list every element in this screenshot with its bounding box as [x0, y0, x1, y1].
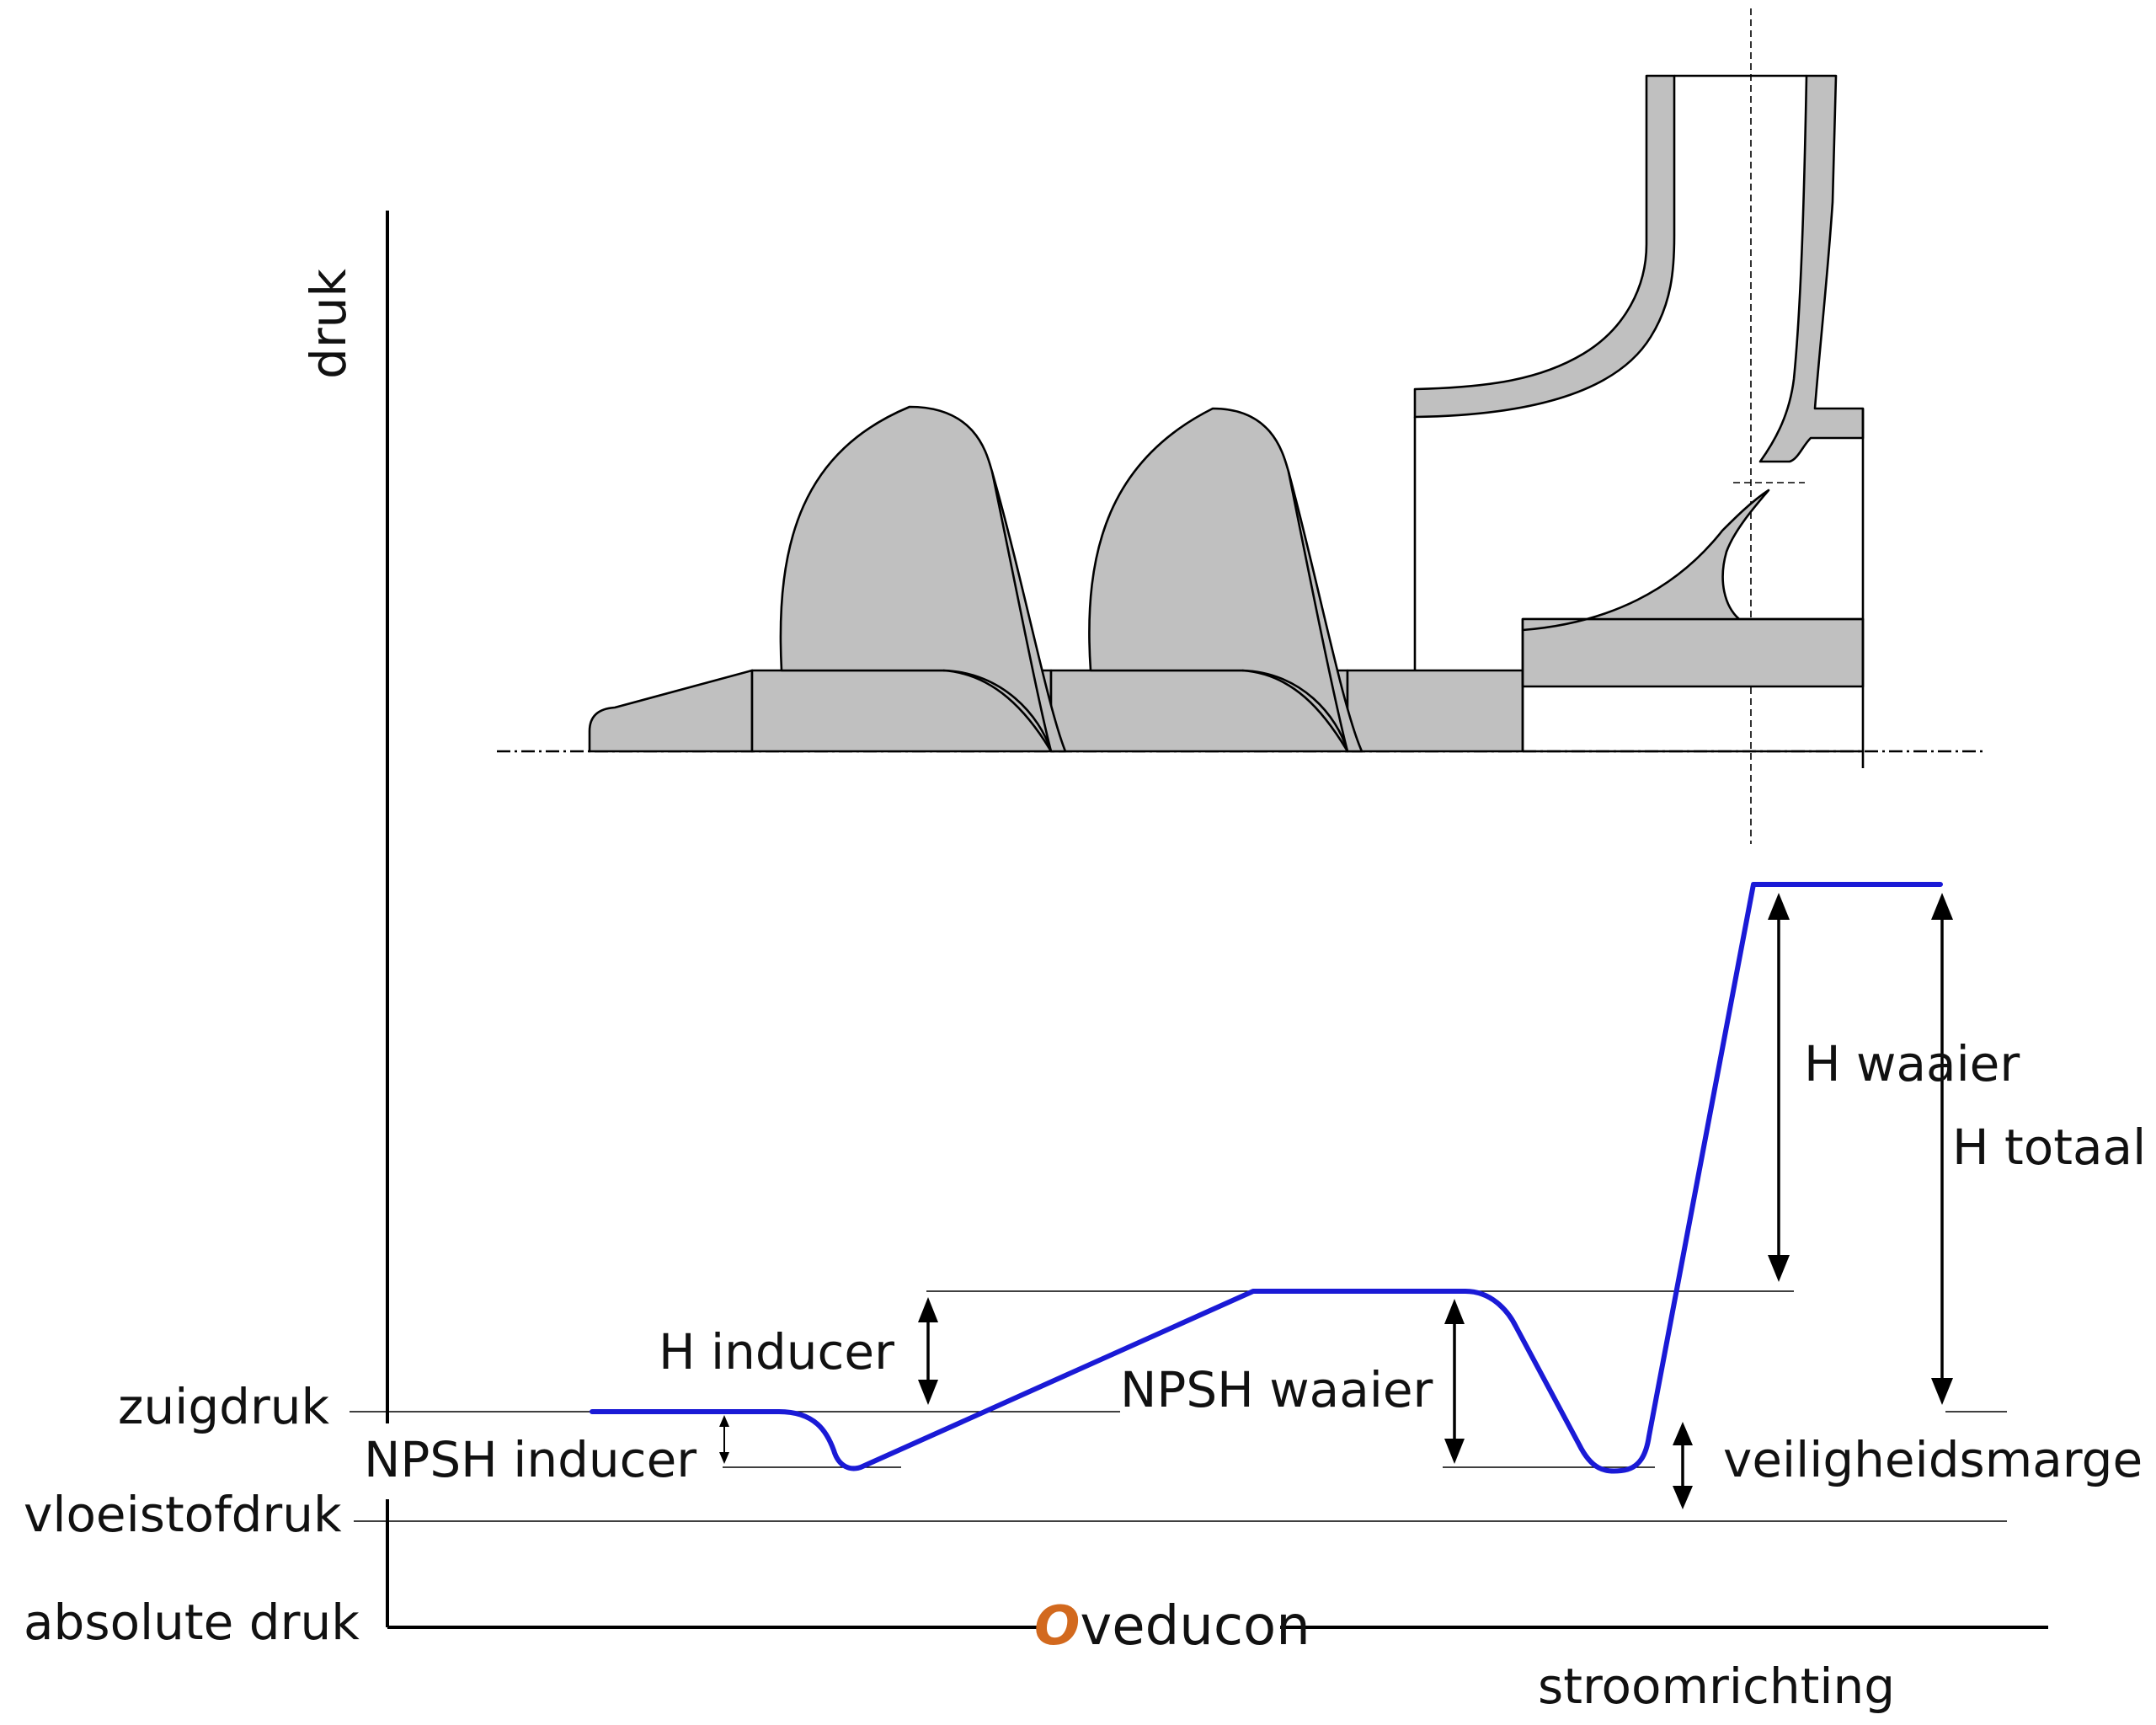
h-waaier-arrowhead-up: [1768, 893, 1790, 920]
inducer-blade-1-edge: [990, 471, 1053, 752]
dimension-arrows: [719, 893, 1953, 1509]
impeller-hub-shroud: [1521, 489, 1865, 632]
npsh-inducer-label: NPSH inducer: [364, 1431, 696, 1488]
axes: [386, 211, 2048, 1629]
npsh-inducer-arrowhead-down: [719, 1452, 729, 1464]
npsh-waaier-arrowhead-up: [1444, 1299, 1465, 1324]
h-waaier-arrowhead-down: [1768, 1255, 1790, 1282]
h-totaal-label: H totaal: [1952, 1119, 2146, 1176]
inducer-blade-2-root: [1241, 669, 1349, 752]
text-labels: druk zuigdruk NPSH inducer vloeistofdruk…: [24, 269, 2146, 1715]
npsh-waaier-label: NPSH waaier: [1120, 1361, 1433, 1418]
brand-initial: O: [1034, 1595, 1080, 1658]
inducer-blade-2-edge: [1287, 471, 1349, 752]
brand-logo: Oveducon: [1034, 1595, 1310, 1658]
outlet-volute-wall: [1758, 74, 1865, 463]
inducer-blade-1-root: [942, 669, 1053, 752]
pressure-curve: [590, 882, 1943, 1474]
h-inducer-arrowhead-down: [918, 1380, 938, 1405]
npsh-inducer-arrowhead-up: [719, 1415, 729, 1427]
h-inducer-label: H inducer: [659, 1323, 894, 1381]
x-axis-label: stroomrichting: [1538, 1658, 1895, 1715]
y-axis-label: druk: [300, 269, 357, 379]
impeller-hub: [1521, 617, 1865, 688]
h-totaal-arrowhead-down: [1931, 1378, 1953, 1405]
vloeistofdruk-label: vloeistofdruk: [24, 1486, 342, 1543]
outlet-duct: [1413, 74, 1676, 419]
pump-cross-section: [497, 8, 1983, 844]
hub-segment-3: [1346, 669, 1524, 753]
safety-margin-arrowhead-down: [1673, 1486, 1693, 1509]
npsh-waaier-arrowhead-down: [1444, 1439, 1465, 1464]
h-inducer-arrowhead-up: [918, 1297, 938, 1322]
safety-margin-arrowhead-up: [1673, 1422, 1693, 1445]
absolute-druk-label: absolute druk: [24, 1594, 360, 1651]
zuigdruk-label: zuigdruk: [118, 1378, 330, 1435]
veiligheidsmarge-label: veiligheidsmarge: [1723, 1431, 2143, 1488]
h-totaal-arrowhead-up: [1931, 893, 1953, 920]
h-waaier-label: H waaier: [1804, 1035, 2020, 1092]
nose-cone: [588, 669, 754, 753]
brand-rest: veducon: [1080, 1595, 1310, 1658]
